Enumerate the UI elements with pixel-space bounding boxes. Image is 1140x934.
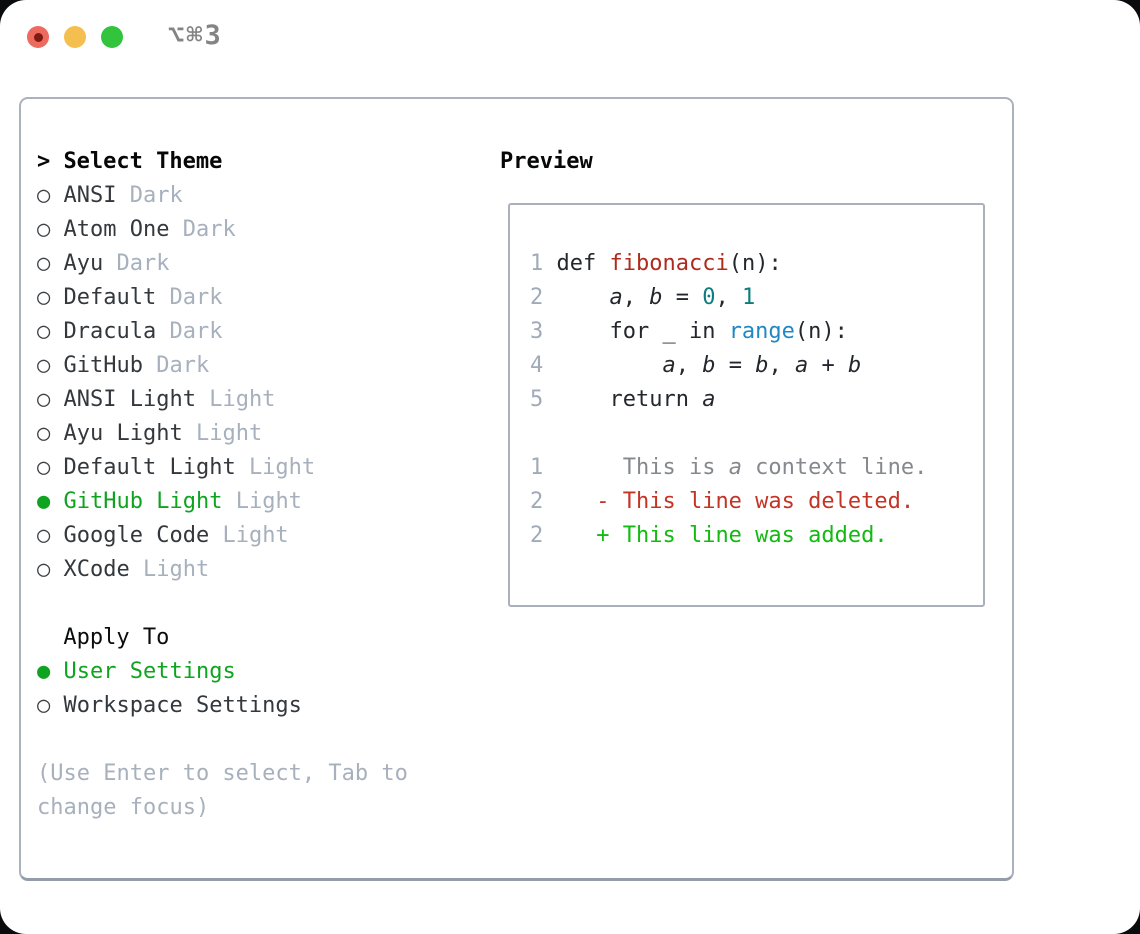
code-line: 5 return a <box>530 387 716 412</box>
radio-icon: ○ <box>37 693 51 718</box>
radio-icon: ○ <box>37 523 51 548</box>
radio-icon: ○ <box>37 557 51 582</box>
theme-option-ansi[interactable]: ○ ANSI Dark <box>37 179 315 213</box>
maximize-button[interactable] <box>101 26 123 48</box>
hint-text: (Use Enter to select, Tab to change focus… <box>37 757 408 825</box>
radio-icon: ○ <box>37 353 51 378</box>
theme-option-ansi-light[interactable]: ○ ANSI Light Light <box>37 383 315 417</box>
hint-line-1: (Use Enter to select, Tab to <box>37 761 408 786</box>
code-line: 1 def fibonacci(n): <box>530 251 782 276</box>
theme-option-github-light[interactable]: ● GitHub Light Light <box>37 485 315 519</box>
theme-option-google-code[interactable]: ○ Google Code Light <box>37 519 315 553</box>
theme-name: Default Light <box>63 455 236 480</box>
theme-variant: Light <box>142 557 210 582</box>
theme-variant: Dark <box>116 251 170 276</box>
line-number: 2 <box>530 523 544 548</box>
code-line: 2 a, b = 0, 1 <box>530 285 756 310</box>
radio-icon: ○ <box>37 387 51 412</box>
theme-option-default[interactable]: ○ Default Dark <box>37 281 315 315</box>
radio-icon: ○ <box>37 285 51 310</box>
line-number: 5 <box>530 387 544 412</box>
radio-icon: ● <box>37 659 51 684</box>
theme-variant: Light <box>235 489 302 514</box>
line-number: 1 <box>530 455 544 480</box>
theme-name: Ayu Light <box>63 421 183 446</box>
code-line: 2 - This line was deleted. <box>530 489 915 514</box>
theme-variant: Dark <box>129 183 183 208</box>
radio-icon: ○ <box>37 217 51 242</box>
window-title: ⌥⌘3 <box>168 20 223 51</box>
hint-line-2: change focus) <box>37 795 210 820</box>
theme-name: ANSI <box>63 183 117 208</box>
apply-to-section: Apply To● User Settings○ Workspace Setti… <box>37 621 302 723</box>
line-number: 1 <box>530 251 544 276</box>
theme-variant: Dark <box>182 217 236 242</box>
theme-option-default-light[interactable]: ○ Default Light Light <box>37 451 315 485</box>
line-number: 3 <box>530 319 544 344</box>
close-button[interactable] <box>27 26 49 48</box>
preview-box: 1 def fibonacci(n): 2 a, b = 0, 1 3 for _ … <box>508 203 985 607</box>
theme-name: Atom One <box>63 217 170 242</box>
radio-icon: ○ <box>37 319 51 344</box>
theme-list: ○ ANSI Dark○ Atom One Dark○ Ayu Dark○ De… <box>37 179 315 587</box>
line-number: 2 <box>530 489 544 514</box>
theme-name: GitHub <box>63 353 143 378</box>
theme-list-header: > Select Theme <box>37 145 315 179</box>
theme-option-atom-one[interactable]: ○ Atom One Dark <box>37 213 315 247</box>
code-line: 3 for _ in range(n): <box>530 319 848 344</box>
theme-variant: Light <box>195 421 263 446</box>
theme-section: >Select Theme○ ANSI Dark○ Atom One Dark○… <box>37 145 315 587</box>
apply-option-workspace-settings[interactable]: ○ Workspace Settings <box>37 689 302 723</box>
theme-variant: Light <box>222 523 289 548</box>
code-line: 2 + This line was added. <box>530 523 888 548</box>
main-panel <box>19 97 1014 881</box>
theme-option-ayu[interactable]: ○ Ayu Dark <box>37 247 315 281</box>
theme-option-xcode[interactable]: ○ XCode Light <box>37 553 315 587</box>
theme-list-title: Select Theme <box>63 149 223 174</box>
theme-option-github[interactable]: ○ GitHub Dark <box>37 349 315 383</box>
preview-title: Preview <box>500 149 593 174</box>
radio-icon: ○ <box>37 421 51 446</box>
radio-icon: ○ <box>37 455 51 480</box>
theme-variant: Light <box>248 455 316 480</box>
apply-to-list: ● User Settings○ Workspace Settings <box>37 655 302 723</box>
theme-variant: Light <box>209 387 276 412</box>
theme-name: Dracula <box>63 319 157 344</box>
radio-icon: ○ <box>37 183 51 208</box>
apply-option-label: Workspace Settings <box>63 693 302 718</box>
line-number: 4 <box>530 353 544 378</box>
theme-name: Ayu <box>63 251 104 276</box>
theme-option-ayu-light[interactable]: ○ Ayu Light Light <box>37 417 315 451</box>
code-blank-line <box>530 417 927 451</box>
theme-variant: Dark <box>169 285 223 310</box>
code-line: 4 a, b = b, a + b <box>530 353 862 378</box>
preview-code: 1 def fibonacci(n): 2 a, b = 0, 1 3 for _ … <box>530 247 927 553</box>
cursor-icon: > <box>37 149 51 174</box>
radio-icon: ● <box>37 489 51 514</box>
theme-option-dracula[interactable]: ○ Dracula Dark <box>37 315 315 349</box>
apply-to-header: Apply To <box>63 625 170 650</box>
theme-variant: Dark <box>156 353 210 378</box>
minimize-button[interactable] <box>64 26 86 48</box>
theme-variant: Dark <box>169 319 223 344</box>
theme-name: XCode <box>63 557 130 582</box>
close-dot-icon <box>33 32 43 42</box>
theme-name: Default <box>63 285 157 310</box>
line-number: 2 <box>530 285 544 310</box>
apply-option-label: User Settings <box>63 659 236 684</box>
apply-option-user-settings[interactable]: ● User Settings <box>37 655 302 689</box>
theme-name: GitHub Light <box>63 489 223 514</box>
radio-icon: ○ <box>37 251 51 276</box>
theme-name: ANSI Light <box>63 387 196 412</box>
theme-name: Google Code <box>63 523 210 548</box>
code-line: 1 This is a context line. <box>530 455 928 480</box>
titlebar: ⌥⌘3 <box>0 0 1140 75</box>
